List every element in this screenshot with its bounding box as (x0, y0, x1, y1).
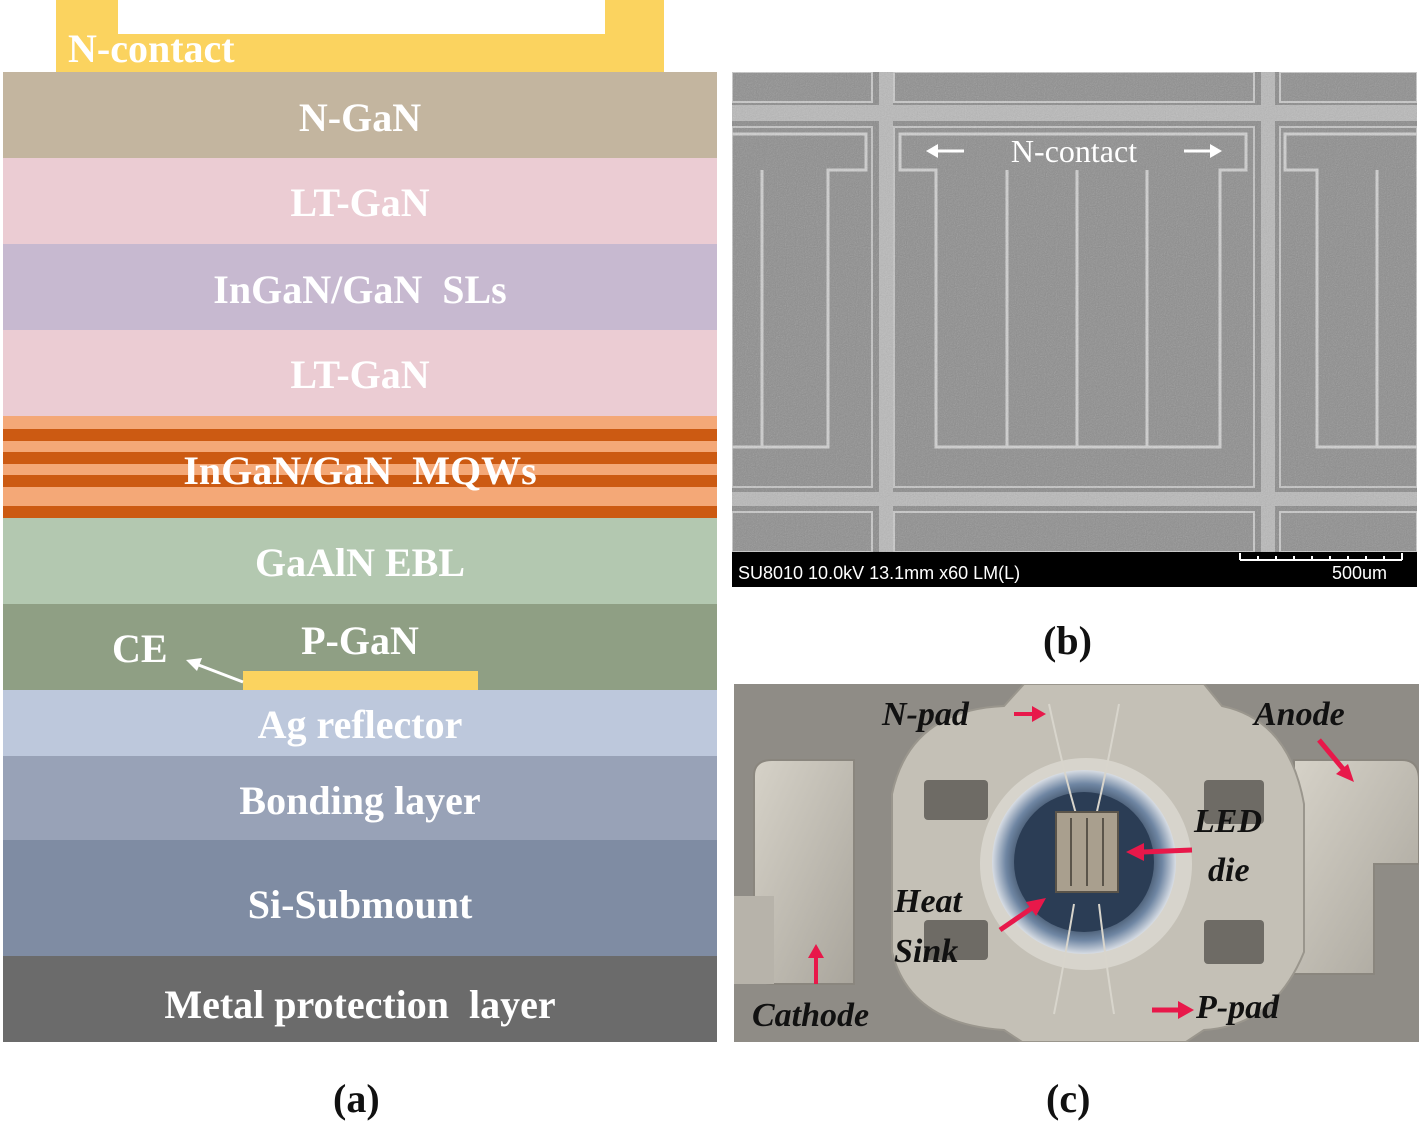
caption-a: (a) (333, 1076, 380, 1121)
current-electrode (243, 671, 478, 690)
p-pad-arrow-icon (1152, 1001, 1194, 1019)
layer-gaaln-ebl (3, 518, 717, 604)
sem-info-text: SU8010 10.0kV 13.1mm x60 LM(L) (738, 563, 1020, 583)
layer-lt-gan-top (3, 158, 717, 244)
layer-label: N-GaN (299, 95, 421, 140)
layer-n-gan (3, 72, 717, 158)
layer-ingan-sls (3, 244, 717, 330)
ce-arrow-icon (186, 658, 244, 684)
sem-n-contact-label: N-contact (1011, 133, 1137, 169)
layer-si-submount (3, 840, 717, 956)
led-package-photo: N-pad Anode LED die Heat Sink Cathode P-… (734, 684, 1419, 1042)
sem-info-bar (732, 552, 1417, 587)
n-contact-label: N-contact (68, 26, 235, 71)
caption-b: (b) (1043, 618, 1092, 663)
ce-label: CE (112, 626, 168, 671)
layer-label: LT-GaN (290, 352, 429, 397)
layer-label: Metal protection layer (164, 982, 555, 1027)
layer-bonding (3, 756, 717, 840)
right-arrow-icon (1184, 144, 1222, 158)
layer-label: LT-GaN (290, 180, 429, 225)
layer-label: Si-Submount (248, 882, 473, 927)
layer-label: InGaN/GaN SLs (213, 267, 506, 312)
sem-image: N-contact SU8010 10.0kV 13.1mm x60 LM(L)… (732, 72, 1417, 587)
layer-label: Ag reflector (258, 702, 463, 747)
layer-label: P-GaN (301, 618, 419, 663)
n-pad-arrow-icon (1014, 706, 1046, 722)
led-die-label-line2: die (1208, 852, 1250, 889)
layer-ag-reflector (3, 690, 717, 756)
p-pad-label: P-pad (1195, 989, 1280, 1026)
layer-metal-protection (3, 956, 717, 1042)
caption-c: (c) (1046, 1076, 1091, 1121)
scale-bar (1239, 553, 1403, 561)
layer-lt-gan-bottom (3, 330, 717, 416)
n-contact-window (118, 0, 605, 34)
anode-label: Anode (1252, 696, 1345, 733)
cathode-arrow-icon (808, 944, 824, 984)
left-arrow-icon (926, 144, 964, 158)
led-die-arrow-icon (1126, 843, 1193, 861)
cathode-label: Cathode (752, 997, 869, 1034)
led-die-label-line1: LED (1193, 803, 1262, 840)
layer-ingan-mqws (3, 416, 717, 518)
layer-label: GaAlN EBL (255, 540, 465, 585)
anode-arrow-icon (1317, 738, 1354, 782)
layer-label: InGaN/GaN MQWs (183, 448, 536, 493)
heat-sink-label-line1: Heat (893, 883, 964, 920)
n-pad-label: N-pad (881, 696, 970, 733)
scale-bar-label: 500um (1332, 563, 1387, 583)
layer-label: Bonding layer (239, 778, 480, 823)
heat-sink-label-line2: Sink (894, 933, 958, 970)
layer-stack-diagram: N-contact N-GaN LT-GaN InGaN/GaN SLs LT-… (3, 0, 717, 1042)
heat-sink-arrow-icon (998, 898, 1046, 933)
